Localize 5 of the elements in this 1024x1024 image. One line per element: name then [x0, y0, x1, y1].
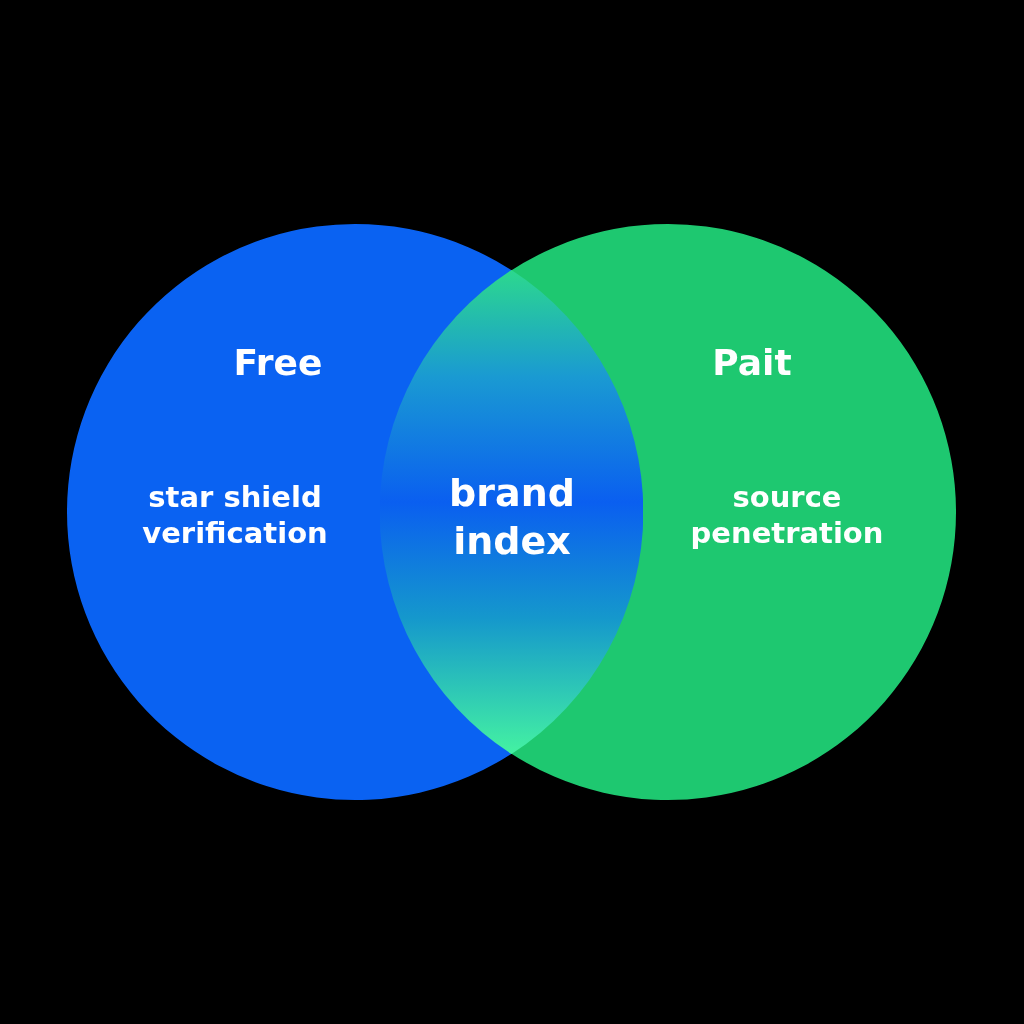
set-title: Pait	[712, 340, 792, 385]
set-title: Free	[233, 340, 323, 385]
set-description: source penetration	[689, 478, 885, 552]
set-description: star shield verification	[141, 478, 329, 552]
overlap-label: brand index	[448, 469, 576, 564]
